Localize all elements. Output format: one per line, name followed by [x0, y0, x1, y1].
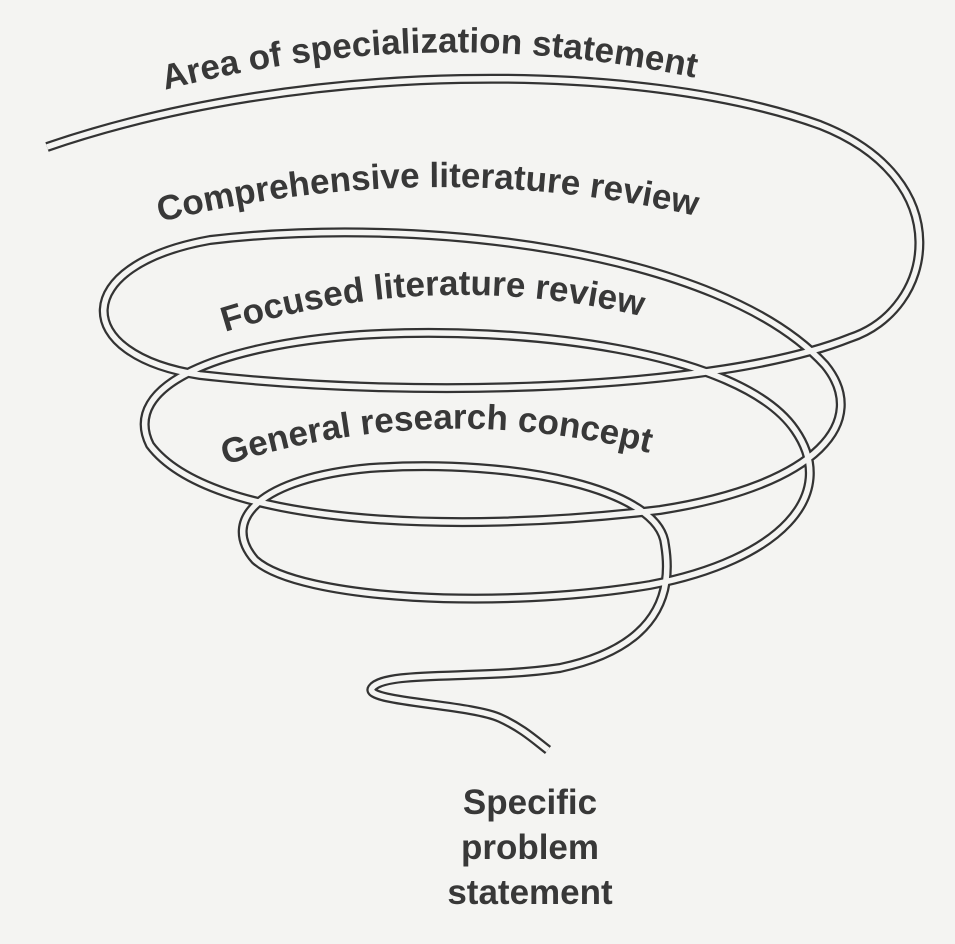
final-stage-line-2: problem: [460, 828, 600, 867]
final-stage-line-1: Specific: [462, 783, 598, 822]
final-stage-line-3: statement: [447, 873, 613, 912]
final-stage-label: Specific problem statement: [380, 780, 680, 915]
spiral-line: [45, 73, 925, 754]
stage-label-comprehensive-review: Comprehensive literature review: [153, 156, 703, 230]
